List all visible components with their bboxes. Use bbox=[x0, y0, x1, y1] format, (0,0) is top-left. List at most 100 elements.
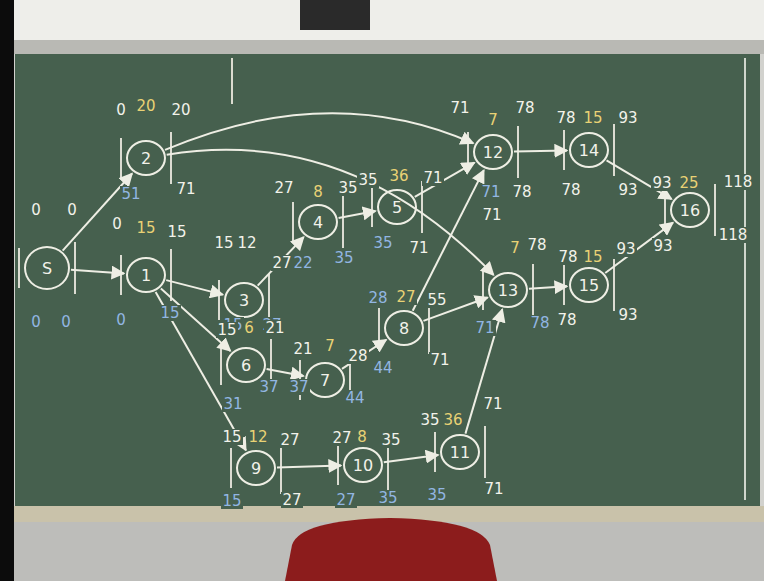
time-value: 21 bbox=[264, 320, 285, 336]
time-value: 36 bbox=[442, 412, 463, 428]
time-bar bbox=[74, 242, 76, 294]
activity-number: 5 bbox=[392, 198, 402, 217]
time-value: 71 bbox=[422, 170, 443, 186]
time-bar bbox=[613, 124, 615, 176]
activity-number: 3 bbox=[239, 291, 249, 310]
activity-circle: 16 bbox=[670, 192, 710, 228]
activity-arrow bbox=[165, 113, 473, 150]
time-value: 93 bbox=[652, 238, 673, 254]
time-value: 12 bbox=[236, 235, 257, 251]
activity-arrow bbox=[415, 163, 475, 197]
time-value: 12 bbox=[247, 429, 268, 445]
time-bar bbox=[220, 345, 222, 385]
time-value: 35 bbox=[337, 180, 358, 196]
time-bar bbox=[434, 432, 436, 472]
time-value: 0 bbox=[30, 202, 42, 218]
time-value: 71 bbox=[474, 320, 495, 336]
time-value: 31 bbox=[222, 396, 243, 412]
time-value: 35 bbox=[380, 432, 401, 448]
time-bar bbox=[218, 280, 220, 320]
time-value: 37 bbox=[258, 379, 279, 395]
time-bar bbox=[342, 196, 344, 248]
time-value: 27 bbox=[331, 430, 352, 446]
time-value: 71 bbox=[429, 352, 450, 368]
activity-arrow bbox=[339, 211, 376, 218]
time-bar bbox=[230, 448, 232, 488]
time-value: 78 bbox=[556, 312, 577, 328]
activity-circle: 6 bbox=[226, 347, 266, 383]
time-value: 7 bbox=[487, 112, 499, 128]
time-value: 44 bbox=[344, 390, 365, 406]
activity-arrow bbox=[529, 286, 567, 288]
activity-number: 16 bbox=[680, 201, 700, 220]
activity-circle: 4 bbox=[298, 204, 338, 240]
activity-number: 8 bbox=[399, 319, 409, 338]
time-value: 25 bbox=[678, 175, 699, 191]
activity-number: S bbox=[42, 259, 52, 278]
time-bar bbox=[714, 184, 716, 236]
time-value: 0 bbox=[115, 102, 127, 118]
activity-arrow bbox=[267, 369, 304, 376]
time-bar bbox=[170, 132, 172, 184]
activity-number: 10 bbox=[353, 456, 373, 475]
time-value: 118 bbox=[723, 174, 754, 190]
time-value: 27 bbox=[273, 180, 294, 196]
activity-number: 4 bbox=[313, 213, 323, 232]
activity-arrow bbox=[607, 160, 672, 199]
activity-circle: S bbox=[24, 246, 70, 290]
activity-arrow bbox=[167, 150, 494, 275]
time-value: 71 bbox=[482, 396, 503, 412]
activity-number: 1 bbox=[141, 266, 151, 285]
time-value: 35 bbox=[372, 235, 393, 251]
projector-mount bbox=[300, 0, 370, 30]
time-value: 35 bbox=[419, 412, 440, 428]
time-value: 0 bbox=[66, 202, 78, 218]
activity-circle: 10 bbox=[343, 447, 383, 483]
time-value: 35 bbox=[357, 172, 378, 188]
time-bar bbox=[170, 249, 172, 301]
upper-wall bbox=[0, 0, 764, 42]
activity-arrow bbox=[465, 309, 502, 433]
time-value: 71 bbox=[481, 207, 502, 223]
activity-circle: 3 bbox=[224, 282, 264, 318]
time-value: 0 bbox=[60, 314, 72, 330]
time-value: 44 bbox=[372, 360, 393, 376]
time-bar bbox=[532, 264, 534, 316]
time-value: 118 bbox=[718, 227, 749, 243]
time-value: 28 bbox=[347, 348, 368, 364]
activity-circle: 14 bbox=[569, 132, 609, 168]
board-top-frame bbox=[12, 40, 764, 54]
time-value: 22 bbox=[292, 255, 313, 271]
time-bar bbox=[292, 202, 294, 242]
red-chair bbox=[285, 518, 497, 581]
time-value: 93 bbox=[651, 175, 672, 191]
activity-arrow bbox=[277, 466, 341, 468]
activity-number: 9 bbox=[251, 459, 261, 478]
activity-circle: 2 bbox=[126, 140, 166, 176]
time-bar bbox=[18, 248, 20, 288]
time-value: 78 bbox=[514, 100, 535, 116]
activity-circle: 13 bbox=[488, 272, 528, 308]
time-value: 15 bbox=[582, 110, 603, 126]
time-bar bbox=[482, 270, 484, 310]
time-value: 93 bbox=[615, 241, 636, 257]
time-value: 35 bbox=[426, 487, 447, 503]
left-border bbox=[0, 0, 14, 581]
time-value: 71 bbox=[449, 100, 470, 116]
time-value: 21 bbox=[292, 341, 313, 357]
time-bar bbox=[378, 308, 380, 348]
activity-number: 11 bbox=[450, 443, 470, 462]
activity-number: 14 bbox=[579, 141, 599, 160]
time-value: 78 bbox=[511, 184, 532, 200]
time-value: 27 bbox=[395, 289, 416, 305]
time-value: 27 bbox=[279, 432, 300, 448]
activity-circle: 7 bbox=[305, 362, 345, 398]
activity-circle: 1 bbox=[126, 257, 166, 293]
time-value: 78 bbox=[557, 249, 578, 265]
time-value: 93 bbox=[617, 182, 638, 198]
time-bar bbox=[563, 265, 565, 305]
activity-circle: 9 bbox=[236, 450, 276, 486]
time-bar bbox=[421, 181, 423, 233]
time-value: 7 bbox=[324, 338, 336, 354]
